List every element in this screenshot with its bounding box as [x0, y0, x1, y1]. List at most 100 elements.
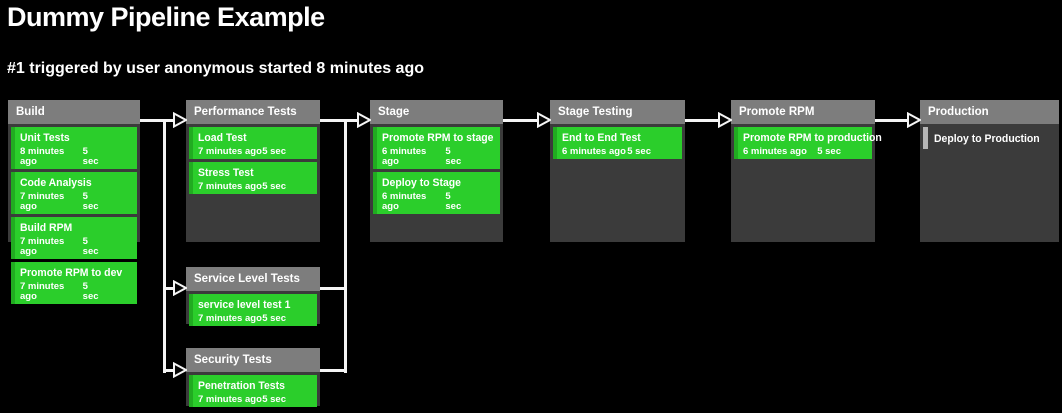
task-meta: 7 minutes ago 5 sec [20, 282, 132, 302]
performance-tests-to-stage-line [320, 119, 359, 122]
task-promote-rpm-to-stage[interactable]: Promote RPM to stage 6 minutes ago 5 sec [373, 127, 500, 169]
stage-header-stage-testing: Stage Testing [550, 100, 685, 124]
stage-header-security-tests: Security Tests [186, 348, 320, 372]
stage-header-stage: Stage [370, 100, 503, 124]
task-meta: 8 minutes ago 5 sec [20, 147, 132, 167]
task-deploy-to-production[interactable]: Deploy to Production [923, 127, 1056, 149]
task-timestamp: 7 minutes ago [198, 181, 262, 192]
pipeline-title: Dummy Pipeline Example [7, 2, 325, 32]
task-timestamp: 8 minutes ago [20, 146, 65, 167]
task-name: Penetration Tests [198, 380, 285, 392]
task-meta: 6 minutes ago 5 sec [382, 192, 495, 212]
task-deploy-to-stage[interactable]: Deploy to Stage 6 minutes ago 5 sec [373, 172, 500, 214]
task-unit-tests[interactable]: Unit Tests 8 minutes ago 5 sec [11, 127, 137, 169]
arrow-into-promote-rpm-icon [718, 111, 734, 129]
task-name: Code Analysis [20, 177, 92, 189]
task-timestamp: 7 minutes ago [20, 191, 65, 212]
task-meta: 6 minutes ago 5 sec [743, 147, 867, 157]
task-timestamp: 6 minutes ago [743, 146, 807, 157]
stage-header-build: Build [8, 100, 140, 124]
task-duration: 5 sec [445, 191, 462, 212]
task-name: service level test 1 [198, 299, 291, 311]
task-build-rpm[interactable]: Build RPM 7 minutes ago 5 sec [11, 217, 137, 259]
stage-header-promote-rpm: Promote RPM [731, 100, 875, 124]
task-duration: 5 sec [262, 394, 286, 405]
task-timestamp: 7 minutes ago [198, 394, 262, 405]
task-name: Build RPM [20, 222, 73, 234]
arrow-into-security-tests-icon [173, 361, 189, 379]
service-level-to-fan-in-line [320, 287, 347, 290]
task-promote-rpm-to-production[interactable]: Promote RPM to production 6 minutes ago 5 … [734, 127, 882, 159]
task-timestamp: 7 minutes ago [20, 236, 65, 257]
task-name: Stress Test [198, 167, 254, 179]
arrow-into-stage-testing-icon [537, 111, 553, 129]
task-meta: 7 minutes ago 5 sec [20, 237, 132, 257]
task-duration: 5 sec [445, 146, 462, 167]
fan-out-service-level-branch-line [163, 287, 175, 290]
stage-header-service-level-tests: Service Level Tests [186, 267, 320, 291]
task-timestamp: 6 minutes ago [562, 146, 626, 157]
arrow-into-stage-icon [357, 111, 373, 129]
task-duration: 5 sec [262, 313, 286, 324]
arrow-into-service-level-tests-icon [173, 279, 189, 297]
task-duration: 5 sec [262, 181, 286, 192]
stage-task-list: Deploy to Production [920, 124, 1059, 149]
task-name: Promote RPM to dev [20, 267, 123, 279]
task-name: Unit Tests [20, 132, 70, 144]
task-duration: 5 sec [262, 146, 286, 157]
task-name: Promote RPM to production [743, 132, 882, 144]
security-to-fan-in-line [320, 369, 347, 372]
task-meta: 6 minutes ago 5 sec [382, 147, 495, 167]
fan-out-vertical-line [163, 119, 166, 373]
stage-testing-to-promote-rpm-line [685, 119, 720, 122]
stage-column-promote-rpm: Promote RPM Promote RPM to production 6 mi… [731, 100, 882, 242]
stage-to-stage-testing-line [503, 119, 539, 122]
task-timestamp: 7 minutes ago [20, 281, 65, 302]
task-name: Promote RPM to stage [382, 132, 494, 144]
task-timestamp: 6 minutes ago [382, 191, 427, 212]
task-duration: 5 sec [82, 236, 99, 257]
task-name: End to End Test [562, 132, 641, 144]
fan-out-security-branch-line [163, 369, 175, 372]
task-timestamp: 7 minutes ago [198, 146, 262, 157]
build-to-performance-tests-line [140, 119, 175, 122]
task-duration: 5 sec [817, 146, 841, 157]
promote-rpm-to-production-line [875, 119, 909, 122]
stage-task-list: Promote RPM to production 6 minutes ago 5 … [731, 124, 882, 159]
arrow-into-performance-tests-icon [173, 111, 189, 129]
task-duration: 5 sec [627, 146, 651, 157]
task-name: Deploy to Production [934, 133, 1040, 145]
task-timestamp: 6 minutes ago [382, 146, 427, 167]
task-promote-rpm-to-dev[interactable]: Promote RPM to dev 7 minutes ago 5 sec [11, 262, 137, 304]
task-name: Deploy to Stage [382, 177, 461, 189]
stage-header-production: Production [920, 100, 1059, 124]
stage-column-service-level-tests: Service Level Tests service level test 1 7… [186, 267, 320, 326]
fan-in-vertical-line [344, 119, 347, 373]
task-timestamp: 7 minutes ago [198, 313, 262, 324]
task-duration: 5 sec [82, 146, 99, 167]
task-duration: 5 sec [82, 281, 99, 302]
arrow-into-production-icon [907, 111, 923, 129]
